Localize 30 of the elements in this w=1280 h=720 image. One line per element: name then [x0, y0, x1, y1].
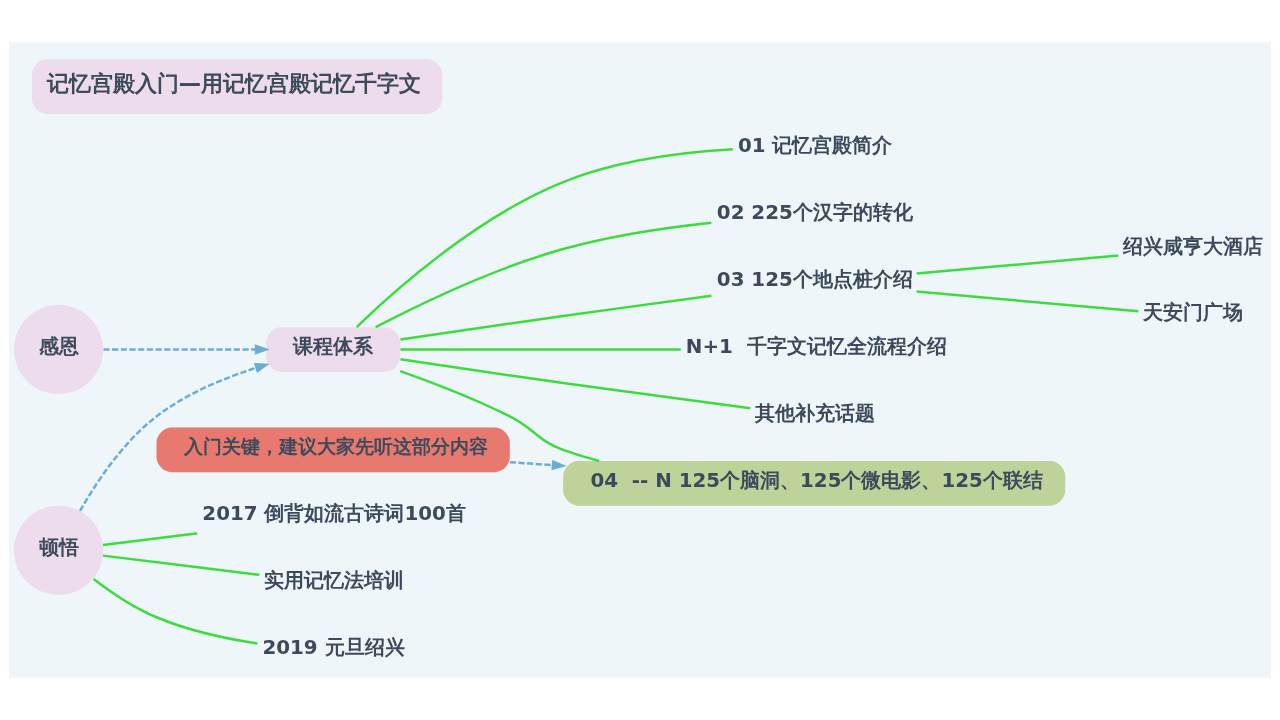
arrow — [509, 459, 567, 471]
node-box: 入门关键，建议大家先听这部分内容 — [156, 427, 510, 473]
node-text: 2017 倒背如流古诗词100首 — [202, 502, 466, 526]
connector — [400, 348, 681, 351]
connector — [916, 254, 1119, 275]
connector — [102, 532, 198, 547]
connector — [400, 294, 712, 341]
node-text: 实用记忆法培训 — [264, 569, 405, 593]
node-text: N+1 千字文记忆全流程介绍 — [685, 334, 947, 358]
connector — [102, 554, 260, 577]
node-text: 03 125个地点桩介绍 — [716, 267, 913, 291]
node-circle: 感恩 — [13, 304, 104, 395]
connector — [375, 221, 712, 329]
arrow — [103, 344, 270, 355]
node-text: 02 225个汉字的转化 — [716, 201, 913, 225]
connector — [355, 148, 733, 328]
connector — [399, 370, 600, 463]
arrow — [78, 363, 270, 512]
node-text: 绍兴咸亨大酒店 — [1123, 234, 1264, 258]
connector — [92, 577, 258, 645]
diagram-title: 记忆宫殿入门—用记忆宫殿记忆千字文 — [46, 69, 422, 96]
node-circle: 顿悟 — [13, 505, 104, 595]
node-box: 课程体系 — [266, 327, 401, 372]
connector — [400, 358, 751, 410]
connector — [916, 290, 1139, 313]
node-text: 天安门广场 — [1143, 301, 1244, 325]
node-text: 其他补充话题 — [755, 401, 876, 425]
node-box: 04 -- N 125个脑洞、125个微电影、125个联结 — [563, 461, 1066, 506]
node-text: 01 记忆宫殿简介 — [737, 134, 893, 158]
node-text: 2019 元旦绍兴 — [262, 636, 405, 660]
